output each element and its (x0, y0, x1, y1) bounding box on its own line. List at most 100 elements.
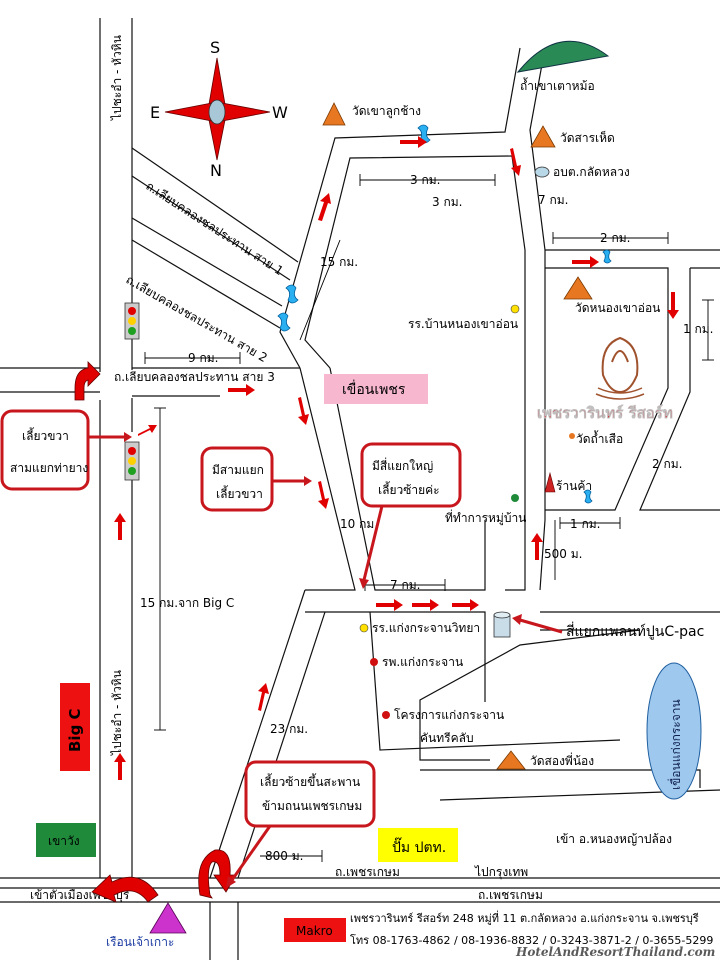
place-school-nong-khao-on: รร.บ้านหนองเขาอ่อน (408, 317, 518, 331)
arrow-icon (400, 136, 427, 148)
village-office-marker (511, 494, 519, 502)
arrow-icon (228, 384, 255, 396)
shop-icon (544, 471, 556, 493)
distance-2km-a: 2 กม. (600, 231, 630, 245)
canal-road-1-south (131, 175, 291, 281)
place-tham-khao: ถ้ำเขาเตาหม้อ (520, 77, 595, 93)
school-marker (510, 304, 520, 314)
makro-block (284, 918, 346, 942)
place-hospital: รพ.แก่งกระจาน (382, 655, 463, 669)
main-road-north-inner (304, 155, 513, 369)
distance-3km-a: 3 กม. (410, 173, 440, 187)
label-canal-3: ถ.เลียบคลองชลประทาน สาย 3 (114, 370, 275, 384)
place-project-1: โครงการแก่งกระจาน (394, 708, 504, 722)
arrow-icon (114, 753, 126, 780)
khaowang-block (36, 823, 96, 857)
u-turn-icon (198, 849, 237, 899)
label-hua-hin-top: ไปชะอำ - หัวหิน (110, 35, 124, 121)
compass-west: W (272, 103, 288, 122)
water-icon (277, 312, 291, 332)
place-big-c: Big C (66, 708, 84, 752)
label-phetkasem-1: ถ.เพชรเกษม (335, 865, 400, 879)
callout-three-way-line2: เลี้ยวขวา (216, 485, 263, 501)
place-ruean-chao-kho: เรือนเจ้าเกาะ (106, 935, 174, 949)
nongya-road-south (420, 769, 701, 788)
temple-icon (563, 276, 593, 300)
project-marker (382, 711, 390, 719)
temple-icon (530, 125, 556, 148)
arrow-icon (298, 397, 309, 425)
place-wat-nong-khao-on: วัดหนองเขาอ่อน (575, 301, 660, 315)
callout-bridge-line1: เลี้ยวซ้ายขึ้นสะพาน (260, 773, 360, 789)
callout-four-way-line1: มีสี่แยกใหญ่ (372, 457, 433, 473)
connector-east (237, 611, 326, 879)
traffic-light-icon (124, 441, 140, 481)
place-resort: เพชรวารินทร์ รีสอร์ท (537, 404, 673, 422)
hospital-marker (370, 658, 378, 666)
label-hua-hin-bottom: ไปชะอำ - หัวหิน (110, 670, 124, 756)
place-project-2: คันทรีคลับ (420, 731, 474, 745)
compass-east: E (150, 103, 160, 122)
arrow-icon (412, 599, 439, 611)
water-icon (534, 166, 550, 178)
place-wat-song-phi-nong: วัดสองพี่น้อง (530, 752, 594, 768)
compass-south: S (210, 38, 220, 57)
traffic-light-icon (124, 302, 140, 340)
arrow-icon (318, 193, 331, 221)
bridge-road (209, 902, 239, 960)
distance-15km-bigc: 15 กม.จาก Big C (140, 596, 234, 610)
u-turn-icon (91, 874, 159, 903)
place-wat-tham-suea: วัดถ้ำเสือ (576, 430, 623, 446)
place-khao-wang: เขาวัง (48, 834, 80, 848)
distance-1km-b: 1 กม. (570, 517, 600, 531)
east-road-inner (505, 155, 526, 591)
temple-icon (322, 102, 346, 126)
resort-road-loop (545, 267, 669, 511)
distance-10km: 10 กม. (340, 517, 378, 531)
callout-four-way-line2: เลี้ยวซ้ายค่ะ (378, 481, 440, 497)
school-marker (359, 623, 369, 633)
water-icon (646, 662, 702, 800)
canal-road-3-south (0, 391, 220, 397)
distance-7km-b: 7 กม. (390, 578, 420, 592)
lower-road-north (305, 611, 486, 702)
distance-500m: 500 ม. (544, 547, 582, 561)
distance-markers (144, 174, 714, 862)
distance-800m: 800 ม. (265, 849, 303, 863)
arrow-icon (318, 481, 329, 509)
distance-labels: 9 กม. 15 กม.จาก Big C 15 กม. 3 กม. 3 กม.… (140, 173, 713, 863)
label-to-nongya: เข้า อ.หนองหญ้าปล้อง (556, 832, 672, 846)
footer-address: เพชรวารินทร์ รีสอร์ท 248 หมู่ที่ 11 ต.กล… (350, 910, 699, 925)
place-school-kaeng: รร.แก่งกระจานวิทยา (372, 621, 480, 635)
place-kaeng-krachan-dam: เขื่อนแก่งกระจาน (667, 699, 683, 790)
place-shop: ร้านค้า (556, 479, 592, 493)
place-wat-san-het: วัดสารเห็ด (560, 130, 615, 145)
canal-road-1-north (131, 147, 299, 263)
callout-turn-right-line2: สามแยกท่ายาง (10, 461, 88, 475)
place-obt: อบต.กลัดหลวง (553, 165, 630, 179)
canal-road-2-south (131, 239, 281, 329)
place-gas-station: ปั๊ม ปตท. (392, 837, 446, 856)
gas-station-bg (378, 828, 458, 862)
arrow-icon (114, 513, 126, 540)
gas-tank-icon (493, 611, 511, 638)
canal-road-2-north (131, 217, 283, 307)
water-icon (583, 489, 593, 504)
connector-west (209, 589, 306, 879)
callout-bridge-line2: ข้ามถนนเพชรเกษม (262, 799, 362, 813)
place-wat-khao-luk-chang: วัดเขาลูกช้าง (352, 104, 421, 119)
distance-15km: 15 กม. (320, 255, 358, 269)
label-to-bangkok: ไปกรุงเทพ (474, 865, 528, 880)
arrow-icon (531, 533, 543, 560)
callout-three-way: มีสามแยก เลี้ยวขวา (200, 446, 312, 512)
callout-bridge: เลี้ยวซ้ายขึ้นสะพาน ข้ามถนนเพชรเกษม (226, 760, 376, 888)
callout-cpac (512, 614, 563, 634)
road-network (0, 18, 720, 960)
distance-7km-a: 7 กม. (538, 193, 568, 207)
compass-north: N (210, 161, 222, 180)
arrow-icon (452, 599, 479, 611)
callout-three-way-line1: มีสามแยก (212, 463, 264, 477)
compass-icon: S N E W (150, 38, 288, 180)
callout-four-way: มีสี่แยกใหญ่ เลี้ยวซ้ายค่ะ (359, 442, 462, 589)
